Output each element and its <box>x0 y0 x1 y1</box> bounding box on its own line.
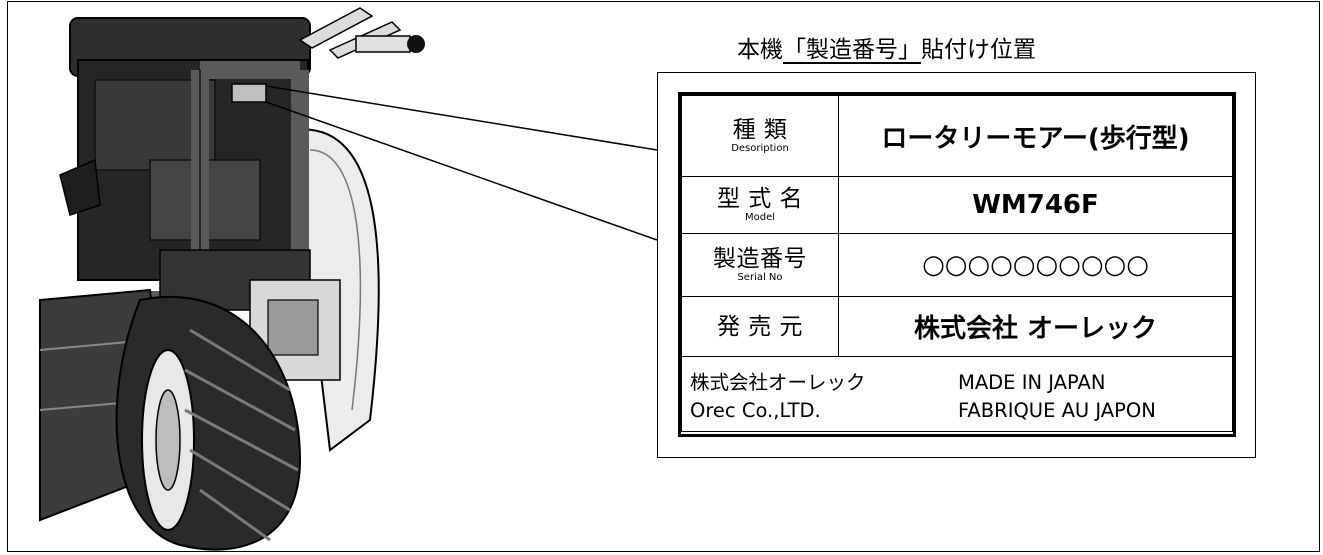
label-en: Serial No <box>737 272 783 283</box>
label-jp: 製造番号 <box>713 246 807 272</box>
value-cell: ロータリーモアー(歩行型) <box>838 95 1233 177</box>
label-en: Model <box>744 212 776 223</box>
leader-lines <box>265 85 658 241</box>
label-jp: 発 売 元 <box>716 313 804 340</box>
label-cell: 種 類 Desoription <box>681 95 839 177</box>
title-suffix: 貼付け位置 <box>921 37 1036 63</box>
tire <box>115 295 302 551</box>
value-cell: 株式会社 オーレック <box>838 296 1233 357</box>
value-cell: WM746F <box>838 176 1233 234</box>
label-en: Desoription <box>731 143 789 154</box>
title-serial-number-underlined: 「製造番号」 <box>783 37 921 63</box>
label-jp: 種 類 <box>732 117 788 143</box>
label-jp: 型 式 名 <box>716 186 804 212</box>
label-cell: 型 式 名 Model <box>681 176 839 234</box>
row-footer: 株式会社オーレック MADE IN JAPAN Orec Co.,LTD. FA… <box>681 356 1233 432</box>
made-in-japan: MADE IN JAPAN <box>958 371 1106 394</box>
figure-title: 本機「製造番号」貼付け位置 <box>737 30 1036 64</box>
row-model: 型 式 名 Model WM746F <box>681 176 1233 234</box>
value-cell: ○○○○○○○○○○ <box>838 233 1233 297</box>
label-cell: 製造番号 Serial No <box>681 233 839 297</box>
title-prefix: 本機 <box>737 37 783 63</box>
footer-cell: 株式会社オーレック MADE IN JAPAN Orec Co.,LTD. FA… <box>681 356 1233 432</box>
nameplate-inner-border <box>678 92 1236 437</box>
company-jp: 株式会社オーレック <box>690 371 866 394</box>
nameplate-table: 種 類 Desoription ロータリーモアー(歩行型) 型 式 名 Mode… <box>681 95 1233 432</box>
footer-line-1: 株式会社オーレック MADE IN JAPAN <box>682 369 1232 397</box>
company-en: Orec Co.,LTD. <box>690 399 821 422</box>
fabrique-au-japon: FABRIQUE AU JAPON <box>958 399 1156 422</box>
row-distributor: 発 売 元 株式会社 オーレック <box>681 296 1233 357</box>
engine-body <box>59 59 309 281</box>
footer-line-2: Orec Co.,LTD. FABRIQUE AU JAPON <box>682 397 1232 425</box>
row-serial-no: 製造番号 Serial No ○○○○○○○○○○ <box>681 233 1233 297</box>
label-position-marker <box>231 83 267 103</box>
label-cell: 発 売 元 <box>681 296 839 357</box>
row-description: 種 類 Desoription ロータリーモアー(歩行型) <box>681 95 1233 177</box>
